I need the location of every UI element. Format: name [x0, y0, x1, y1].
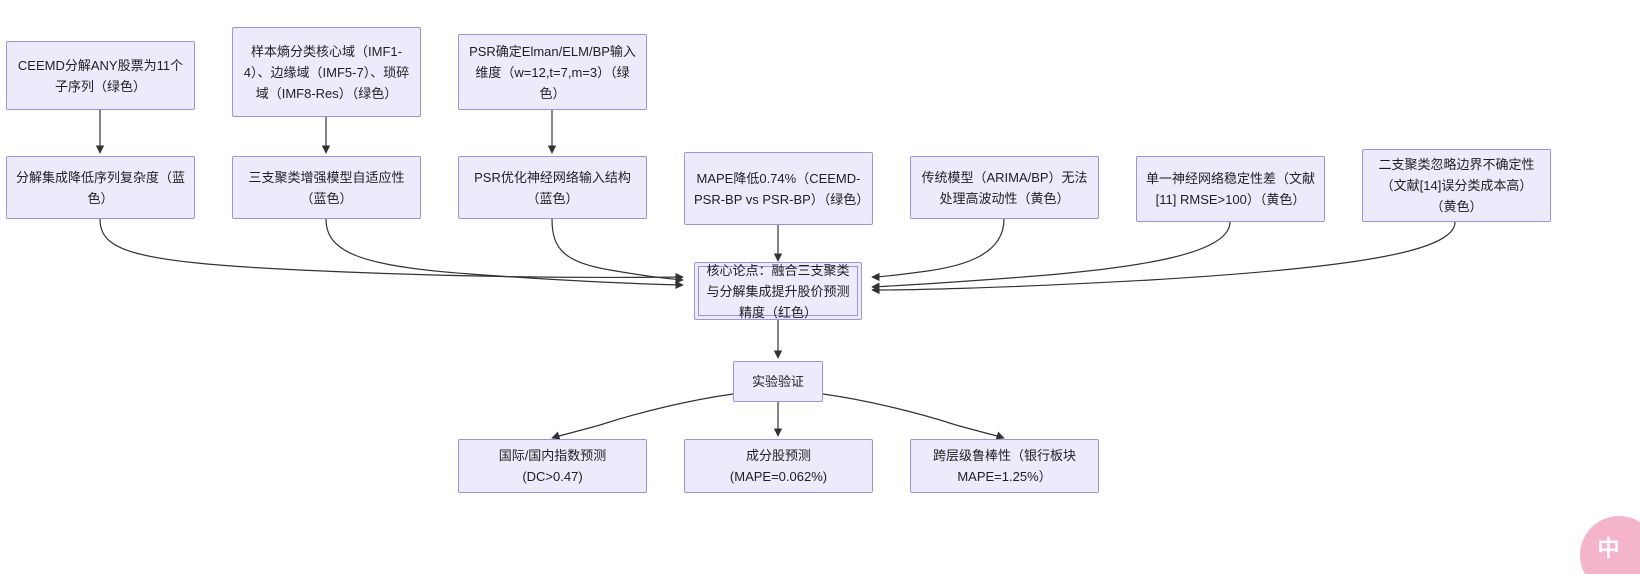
- node-two-way-clustering[interactable]: 二支聚类忽略边界不确定性（文献[14]误分类成本高）（黄色）: [1362, 149, 1551, 222]
- node-decomposition-complexity[interactable]: 分解集成降低序列复杂度（蓝色）: [6, 156, 195, 219]
- node-label: 跨层级鲁棒性（银行板块 MAPE=1.25%）: [932, 448, 1076, 484]
- edge-singlenn-to-core: [871, 221, 1231, 291]
- edge-2wc-to-core: [871, 221, 1456, 295]
- node-mape-reduction[interactable]: MAPE降低0.74%（CEEMD-PSR-BP vs PSR-BP）（绿色）: [684, 152, 873, 225]
- node-label: 国际/国内指数预测 (DC>0.47): [498, 448, 607, 484]
- edge-experiment-to-index: [551, 393, 734, 440]
- node-experiment-validation[interactable]: 实验验证: [733, 361, 823, 402]
- edge-experiment-to-robust: [822, 393, 1005, 440]
- node-label: MAPE降低0.74%（CEEMD-PSR-BP vs PSR-BP）（绿色）: [694, 170, 870, 207]
- node-label: 实验验证: [751, 374, 804, 389]
- node-index-prediction[interactable]: 国际/国内指数预测 (DC>0.47): [458, 439, 647, 493]
- node-label: 三支聚类增强模型自适应性（蓝色）: [248, 169, 405, 206]
- node-sample-entropy[interactable]: 样本熵分类核心域（IMF1-4）、边缘域（IMF5-7）、琐碎域（IMF8-Re…: [232, 27, 421, 117]
- node-label: PSR优化神经网络输入结构（蓝色）: [474, 169, 631, 206]
- watermark-text: 中: [1597, 536, 1621, 561]
- node-label: 样本熵分类核心域（IMF1-4）、边缘域（IMF5-7）、琐碎域（IMF8-Re…: [243, 43, 410, 101]
- node-label: CEEMD分解ANY股票为11个子序列（绿色）: [17, 57, 184, 94]
- node-label: 核心论点：融合三支聚类与分解集成提升股价预测精度（红色）: [706, 262, 850, 320]
- edge-decomp-to-core: [99, 218, 684, 282]
- node-ceemd-decompose[interactable]: CEEMD分解ANY股票为11个子序列（绿色）: [6, 41, 195, 110]
- node-core-argument[interactable]: 核心论点：融合三支聚类与分解集成提升股价预测精度（红色）: [694, 262, 862, 320]
- node-psr-optimize-structure[interactable]: PSR优化神经网络输入结构（蓝色）: [458, 156, 647, 219]
- node-three-way-clustering[interactable]: 三支聚类增强模型自适应性（蓝色）: [232, 156, 421, 219]
- node-cross-level-robustness[interactable]: 跨层级鲁棒性（银行板块 MAPE=1.25%）: [910, 439, 1099, 493]
- node-label: 二支聚类忽略边界不确定性（文献[14]误分类成本高）（黄色）: [1378, 157, 1535, 214]
- watermark-badge: 中: [1580, 516, 1640, 574]
- node-label: 传统模型（ARIMA/BP）无法处理高波动性（黄色）: [921, 169, 1088, 206]
- edge-arima-to-core: [871, 218, 1005, 282]
- node-label: 分解集成降低序列复杂度（蓝色）: [16, 169, 186, 206]
- node-label: 成分股预测 (MAPE=0.062%): [729, 448, 828, 484]
- node-traditional-models[interactable]: 传统模型（ARIMA/BP）无法处理高波动性（黄色）: [910, 156, 1099, 219]
- edge-psropt-to-core: [551, 218, 684, 284]
- node-constituent-stock-prediction[interactable]: 成分股预测 (MAPE=0.062%): [684, 439, 873, 493]
- node-label: PSR确定Elman/ELM/BP输入维度（w=12,t=7,m=3）（绿色）: [469, 43, 636, 101]
- node-single-nn-instability[interactable]: 单一神经网络稳定性差（文献[11] RMSE>100）（黄色）: [1136, 156, 1325, 222]
- node-psr-input-dimension[interactable]: PSR确定Elman/ELM/BP输入维度（w=12,t=7,m=3）（绿色）: [458, 34, 647, 110]
- node-label: 单一神经网络稳定性差（文献[11] RMSE>100）（黄色）: [1146, 171, 1316, 207]
- edge-3wc-to-core: [325, 218, 684, 290]
